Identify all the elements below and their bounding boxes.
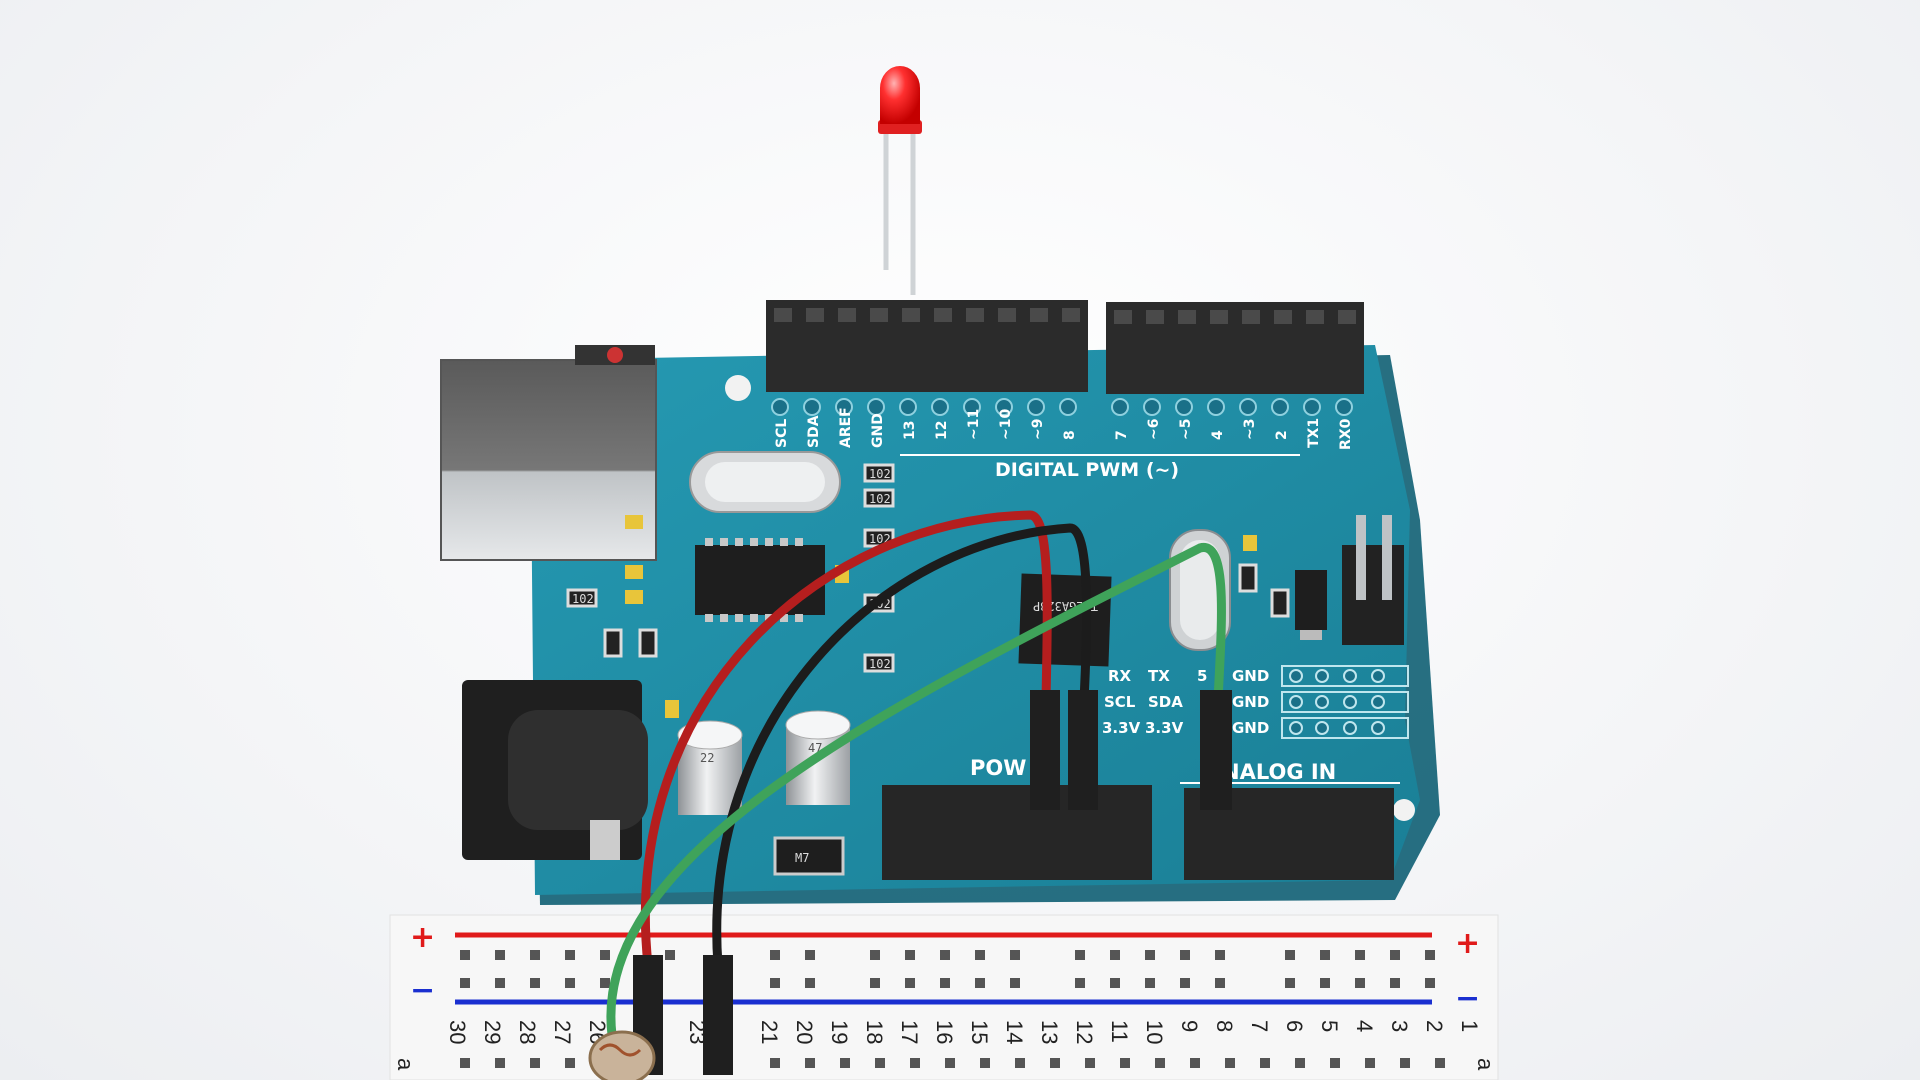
row-number: 13 (1037, 1020, 1062, 1044)
row-number: 16 (932, 1020, 957, 1044)
pin-label: SCL (774, 419, 790, 448)
row-number: 10 (1142, 1020, 1167, 1044)
diode: M7 (773, 836, 845, 876)
diode-label: M7 (795, 851, 809, 865)
aux-label: TX (1148, 667, 1170, 685)
pin-label: ~9 (1030, 419, 1046, 440)
row-number: 12 (1072, 1020, 1097, 1044)
row-number: 4 (1352, 1020, 1377, 1032)
pin-label: 13 (902, 421, 918, 440)
pin-label: AREF (838, 407, 854, 448)
row-number: 3 (1387, 1020, 1412, 1032)
led-icon (878, 66, 922, 295)
digital-header-right (1106, 302, 1364, 394)
aux-label: GND (1232, 719, 1269, 737)
rail-plus-left: + (410, 920, 435, 955)
pin-label: ~5 (1178, 419, 1194, 440)
mount-hole (725, 375, 751, 401)
smd-resistors: 102 102 102 102 102 102 (566, 463, 1290, 673)
power-header (882, 785, 1152, 880)
row-number: 7 (1247, 1020, 1272, 1032)
rail-minus-right: − (1455, 981, 1480, 1016)
pin-label: ~3 (1242, 419, 1258, 440)
cap-label: 22 (700, 751, 714, 765)
breadboard-holes (460, 950, 1445, 1068)
row-number: 17 (897, 1020, 922, 1044)
pin-label: ~11 (966, 409, 982, 440)
aux-label: GND (1232, 667, 1269, 685)
row-letter: a (1473, 1058, 1498, 1071)
pin-label: SDA (806, 415, 822, 448)
breadboard: + + − − 30 29 28 27 26 23 21 20 (389, 914, 1499, 1080)
wire-black (712, 523, 1092, 970)
pin-label: 4 (1210, 430, 1226, 440)
aux-label: 5 (1197, 667, 1207, 685)
wire-plugs (633, 690, 1232, 1075)
wire-red (640, 510, 1052, 970)
aux-label: GND (1232, 693, 1269, 711)
pin-label: ~10 (998, 409, 1014, 440)
digital-header-left (766, 300, 1088, 392)
pin-label: 7 (1114, 430, 1130, 440)
row-number: 15 (967, 1020, 992, 1044)
aux-label: SDA (1148, 693, 1183, 711)
row-number: 20 (792, 1020, 817, 1044)
row-number: 21 (757, 1020, 782, 1044)
crystal-oscillator (689, 451, 841, 513)
aux-label: 3.3V (1102, 719, 1141, 737)
resistor-code: 102 (869, 492, 891, 506)
row-number: 1 (1457, 1020, 1482, 1032)
row-letter: a (393, 1058, 418, 1071)
pin-label: GND (870, 413, 886, 448)
row-number: 5 (1317, 1020, 1342, 1032)
aux-label: RX (1108, 667, 1132, 685)
usb-chip (695, 538, 825, 622)
wire-green (606, 543, 1226, 1040)
aux-label: 3.3V (1145, 719, 1184, 737)
pin-pads (771, 398, 1353, 416)
row-number: 2 (1422, 1020, 1447, 1032)
smd-capacitors (625, 515, 1257, 718)
rail-plus-right: + (1455, 926, 1480, 961)
row-number: 11 (1107, 1020, 1132, 1043)
row-number: 14 (1002, 1020, 1027, 1044)
icsp-header (1342, 515, 1404, 645)
usb-port-icon (440, 345, 657, 561)
analog-in-label: NALOG IN (1222, 760, 1336, 784)
resistor-code: 102 (572, 592, 594, 606)
power-jack-icon (462, 680, 648, 860)
aux-label: SCL (1104, 693, 1136, 711)
power-label: POW (970, 756, 1026, 780)
capacitor-1: 22 (677, 720, 743, 815)
resistor-code: 102 (869, 467, 891, 481)
row-number: 27 (550, 1020, 575, 1044)
pin-label: TX1 (1306, 418, 1322, 448)
voltage-regulator (1295, 570, 1327, 640)
rail-minus-left: − (410, 973, 435, 1008)
mount-hole (1393, 799, 1415, 821)
row-number: 8 (1212, 1020, 1237, 1032)
photoresistor-icon (588, 1030, 656, 1080)
pin-label: 12 (934, 421, 950, 440)
resistor-code: 102 (869, 657, 891, 671)
pin-label: 8 (1062, 430, 1078, 440)
row-number: 19 (827, 1020, 852, 1044)
row-number: 18 (862, 1020, 887, 1044)
row-number: 9 (1177, 1020, 1202, 1032)
row-number: 28 (515, 1020, 540, 1044)
digital-pwm-label: DIGITAL PWM (~) (995, 459, 1179, 481)
row-number: 6 (1282, 1020, 1307, 1032)
pin-label: RX0 (1338, 418, 1354, 450)
aux-pin-grid (1281, 665, 1409, 739)
row-number: 29 (480, 1020, 505, 1044)
row-number: 30 (445, 1020, 470, 1044)
pin-label: ~6 (1146, 419, 1162, 440)
jumper-wires (606, 510, 1226, 1040)
pin-label: 2 (1274, 430, 1290, 440)
